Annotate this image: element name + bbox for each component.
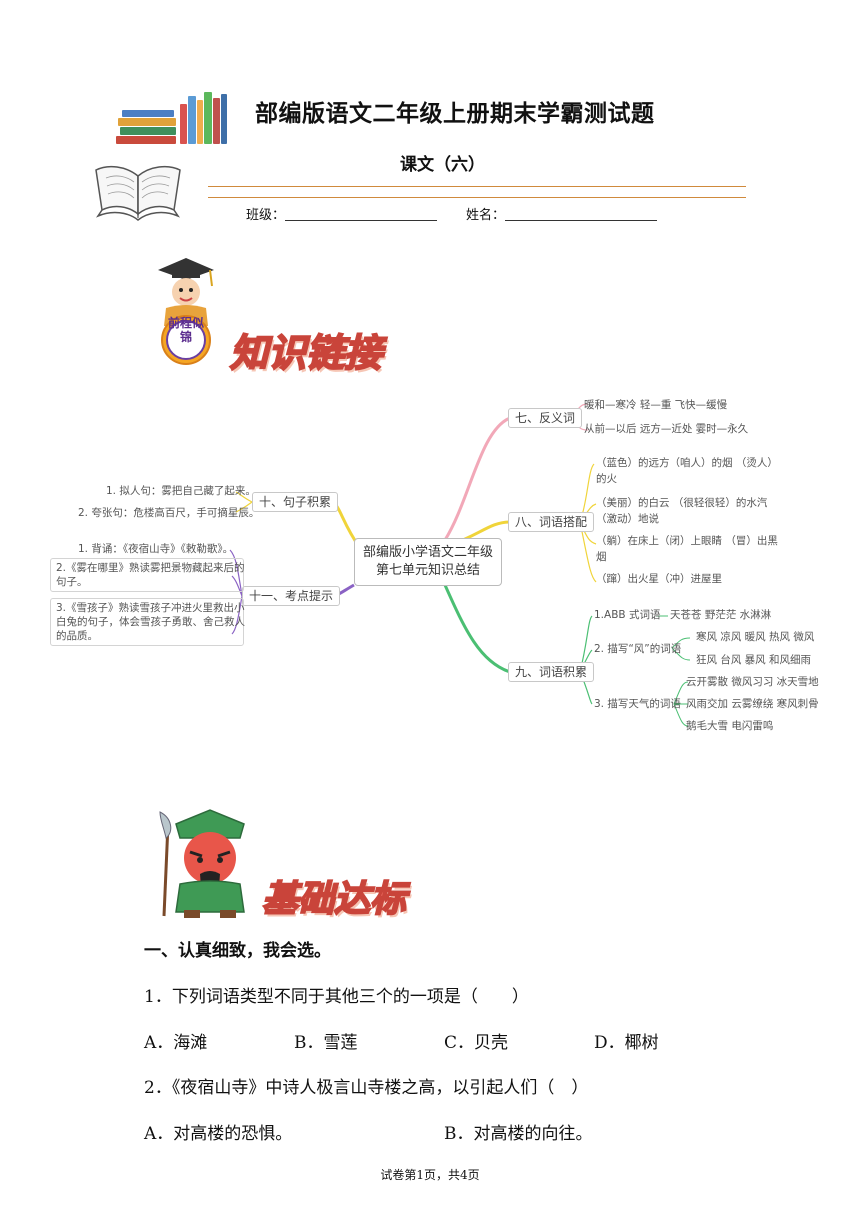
collocation-line-1: （蓝色）的远方（咱人）的烟 （烫人） <box>596 457 778 469</box>
section-heading: 一、认真细致，我会选。 <box>144 941 331 961</box>
knowledge-banner: 知识链接 <box>229 330 383 376</box>
mindmap-center-line1: 部编版小学语文二年级 <box>363 545 494 560</box>
basic-banner: 基础达标 <box>261 878 407 921</box>
collocation-line-7: （蹿）出火星（冲）进屋里 <box>596 573 722 585</box>
sentence-line-2: 2. 夸张句：危楼高百尺，手可摘星辰。 <box>78 507 260 519</box>
vocab-abb-label: 1.ABB 式词语 <box>594 609 661 621</box>
q2-option-b[interactable]: B．对高楼的向往。 <box>444 1124 593 1144</box>
graduate-mascot-illustration <box>150 256 222 366</box>
question-1: 1．下列词语类型不同于其他三个的一项是（ ） <box>144 987 529 1007</box>
class-field: 班级： <box>246 204 438 223</box>
branch-antonyms: 七、反义词 <box>508 408 583 428</box>
collocation-line-2: 的火 <box>596 473 617 485</box>
q2-option-a[interactable]: A．对高楼的恐惧。 <box>144 1124 293 1144</box>
name-field: 姓名： <box>466 204 658 223</box>
collocation-line-3: （美丽）的白云 （很轻很轻）的水汽 <box>596 497 768 509</box>
branch-collocations: 八、词语搭配 <box>508 512 595 532</box>
exam-tip-line-2: 2.《雾在哪里》熟读雾把景物藏起来后的 <box>56 562 245 574</box>
mindmap-center-line2: 第七单元知识总结 <box>376 563 481 578</box>
name-blank[interactable] <box>505 207 658 221</box>
exam-tip-2-box: 2.《雾在哪里》熟读雾把景物藏起来后的 句子。 <box>50 558 245 592</box>
vocab-wind-label: 2. 描写“风”的词语 <box>594 643 682 655</box>
branch-exam-tips: 十一、考点提示 <box>242 586 341 606</box>
class-label: 班级： <box>246 208 286 223</box>
open-book-illustration <box>92 158 184 222</box>
q1-option-c[interactable]: C．贝壳 <box>444 1033 509 1053</box>
vocab-abb-words: 天苍苍 野茫茫 水淋淋 <box>670 609 772 621</box>
knowledge-badge: 前程似锦 <box>166 316 206 344</box>
vocab-wind-line-2: 狂风 台风 暴风 和风细雨 <box>696 654 812 666</box>
question-2: 2．《夜宿山寺》中诗人极言山寺楼之高，以引起人们（ ） <box>144 1078 589 1098</box>
collocation-line-4: （激动）地说 <box>596 513 659 525</box>
antonym-line-1: 暖和—寒冷 轻—重 飞快—缓慢 <box>584 399 728 411</box>
sentence-line-1: 1. 拟人句：雾把自己藏了起来。 <box>106 485 256 497</box>
page-subtitle: 课文（六） <box>400 155 485 175</box>
vocab-weather-line-1: 云开雾散 微风习习 冰天雪地 <box>686 676 819 688</box>
vocab-weather-label: 3. 描写天气的词语 <box>594 698 681 710</box>
branch-vocabulary: 九、词语积累 <box>508 662 595 682</box>
exam-tip-line-4: 3.《雪孩子》熟读雪孩子冲进火里救出小 <box>56 602 245 614</box>
exam-tip-line-1: 1. 背诵：《夜宿山寺》《敕勒歌》。 <box>78 543 234 555</box>
bookshelf-illustration <box>116 88 227 144</box>
exam-tip-line-5: 白兔的句子，体会雪孩子勇敢、舍己救人 <box>56 616 245 628</box>
divider-line <box>208 197 746 198</box>
q1-option-b[interactable]: B．雪莲 <box>294 1033 358 1053</box>
page-footer: 试卷第1页，共4页 <box>380 1168 480 1182</box>
page-title: 部编版语文二年级上册期末学霸测试题 <box>255 100 655 127</box>
collocation-line-5: （躺）在床上（闭）上眼睛 （冒）出黑 <box>596 535 778 547</box>
mindmap-center: 部编版小学语文二年级 第七单元知识总结 <box>354 538 503 586</box>
name-label: 姓名： <box>466 208 506 223</box>
exam-tip-3-box: 3.《雪孩子》熟读雪孩子冲进火里救出小 白兔的句子，体会雪孩子勇敢、舍己救人 的… <box>50 598 245 646</box>
antonym-line-2: 从前—以后 远方—近处 霎时—永久 <box>584 423 749 435</box>
warrior-mascot-illustration <box>150 804 260 920</box>
exam-tip-line-3: 句子。 <box>56 576 88 588</box>
exam-tip-line-6: 的品质。 <box>56 630 98 642</box>
unit-mindmap: 部编版小学语文二年级 第七单元知识总结 七、反义词 暖和—寒冷 轻—重 飞快—缓… <box>40 390 820 740</box>
q1-option-d[interactable]: D．椰树 <box>594 1033 659 1053</box>
branch-sentences: 十、句子积累 <box>252 492 339 512</box>
q1-option-a[interactable]: A．海滩 <box>144 1033 208 1053</box>
vocab-weather-line-2: 风雨交加 云雾缭绕 寒风刺骨 <box>686 698 819 710</box>
vocab-weather-line-3: 鹅毛大雪 电闪雷鸣 <box>686 720 774 732</box>
divider-line <box>208 186 746 187</box>
collocation-line-6: 烟 <box>596 551 607 563</box>
knowledge-badge-text: 前程似锦 <box>167 316 204 344</box>
class-blank[interactable] <box>285 207 438 221</box>
vocab-wind-line-1: 寒风 凉风 暖风 热风 微风 <box>696 631 815 643</box>
